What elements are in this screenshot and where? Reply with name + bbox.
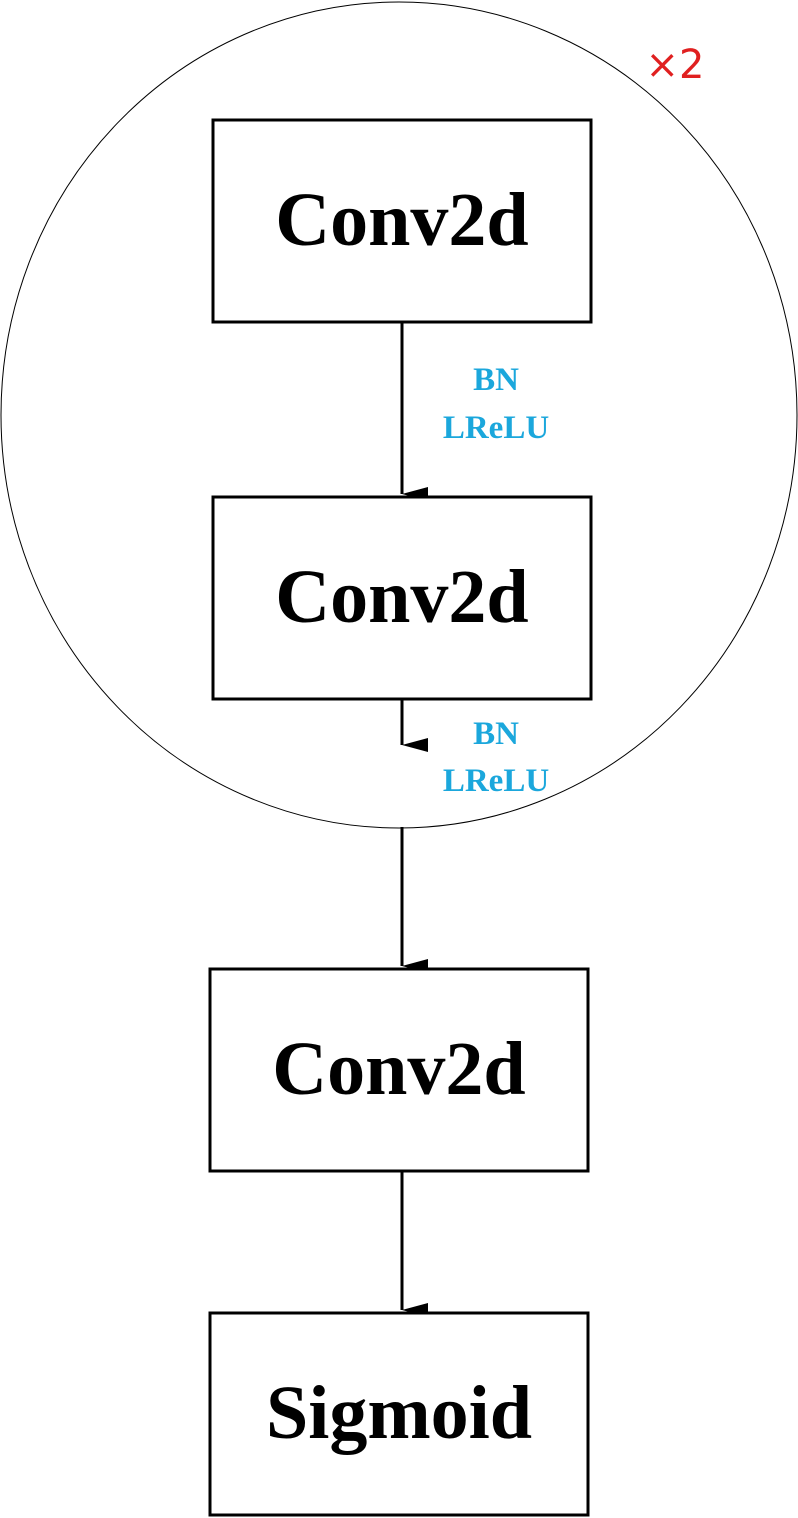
edge-label-lrelu-2: LReLU — [443, 763, 550, 799]
edge-label-lrelu-1: LReLU — [443, 410, 550, 446]
conv2d-box-3 — [208, 967, 590, 1173]
conv2d-label-1: Conv2d — [275, 178, 528, 262]
edge-label-bn-2: BN — [473, 716, 519, 752]
conv2d-box-2 — [211, 495, 593, 701]
sigmoid-box — [208, 1311, 590, 1517]
conv2d-label-2: Conv2d — [275, 555, 528, 639]
sigmoid-label: Sigmoid — [266, 1371, 532, 1455]
edge-label-bn-1: BN — [473, 362, 519, 398]
repeat-group-circle — [0, 1, 798, 829]
conv2d-label-3: Conv2d — [272, 1027, 525, 1111]
repeat-count-label: ×2 — [646, 42, 705, 88]
